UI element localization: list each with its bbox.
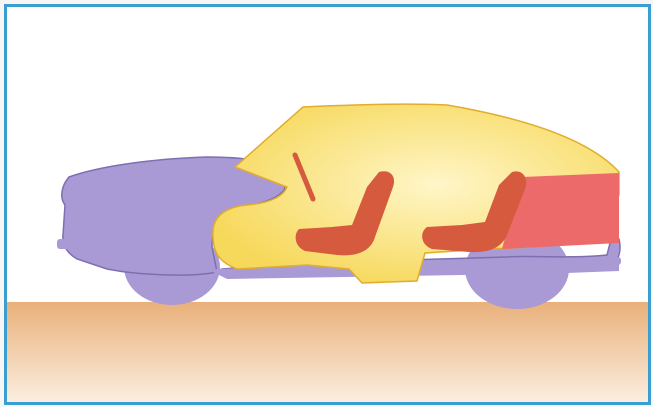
illustration-frame [4, 4, 651, 405]
front-bumper [57, 239, 73, 249]
rear-bumper [605, 257, 621, 265]
car-cutaway-illustration [7, 7, 648, 402]
ground [7, 302, 648, 402]
